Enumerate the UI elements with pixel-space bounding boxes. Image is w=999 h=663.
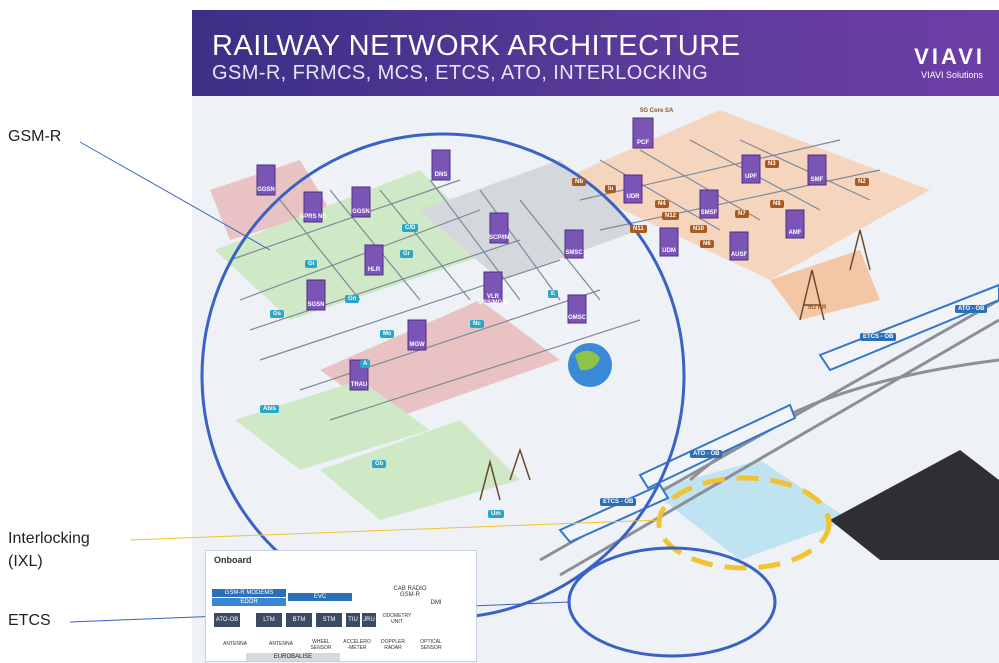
ltm-module: LTM [256,613,282,627]
tiu-module: TIU [346,613,360,627]
interface-n4: N2 [855,178,869,186]
interface-n3: Iu [605,185,617,193]
gsmr-core-grey-zone [420,160,640,280]
train-label-etcs-ob-2: ETCS - OB [600,498,637,506]
onboard-title: Onboard [214,555,252,565]
interface-mc: Mc [380,330,395,338]
interface-cd: C/D [402,224,419,232]
ausf-label: AUSF [730,252,748,258]
interface-n2: Nb [572,178,586,186]
interface-n15: N12 [662,212,680,220]
amf-label: AMF [788,230,802,236]
gmsc-label: GMSC [568,315,586,321]
dns-label: DNS [434,172,448,178]
eurobalise-label: EUROBALISE [246,653,340,661]
interface-nc: Nc [470,320,484,328]
interface-n11: N8 [770,200,784,208]
interface-e: E [548,290,559,298]
interface-gr: Gr [400,250,414,258]
gsmr-bts-zone [320,420,520,520]
interface-n6: N3 [765,160,779,168]
interface-n12: N10 [690,225,708,233]
scpin-label: SCP/IN [488,235,509,241]
interface-gn: Gn [345,295,360,303]
ato-ob-module: ATO-OB [214,613,240,627]
train-label-etcs-ob-1: ETCS - OB [860,333,897,341]
train-label-ato-ob-2: ATO - OB [690,450,723,458]
gsmr-callout-line [79,141,271,251]
onboard-panel: Onboard GSM-R MODEMS EDOR EVC CAB RADIO … [205,550,477,662]
title-banner: RAILWAY NETWORK ARCHITECTURE GSM-R, FRMC… [192,10,999,96]
gsmr-circuit-zone [320,300,560,420]
high-speed-trains [558,283,999,544]
ixl-callout-line [129,519,661,541]
mgw-label: MGW [409,342,425,348]
interface-abis: Abis [260,405,280,413]
jru-module: JRU [362,613,376,627]
edor-chip: EDOR [212,598,286,606]
5g-core-zone [560,110,930,280]
hlr-label: HLR [367,267,381,273]
interface-n10: N7 [735,210,749,218]
evc-chip: EVC [288,593,352,601]
udm-label: UDM [662,248,676,254]
smf-label: SMF [810,177,824,183]
interface-um: Um [488,510,504,518]
interface-n13: N11 [630,225,647,233]
poster-subtitle: GSM-R, FRMCS, MCS, ETCS, ATO, INTERLOCKI… [212,62,709,84]
interface-gb: Gb [372,460,387,468]
5g-nr-label: 5G NR [808,305,827,311]
pcf-label: PCF [637,140,649,146]
viavi-logo-subtitle: VIAVI Solutions [921,70,983,80]
vlr-label: VLR MSS/MGW [478,294,508,306]
poster-title: RAILWAY NETWORK ARCHITECTURE [212,30,741,62]
gsmr-bss-zone [235,380,430,470]
train-label-ato-ob-1: ATO - OB [955,305,988,313]
sensor-wheel: WHEEL SENSOR [310,639,332,651]
udr-label: UDR [626,194,640,200]
viavi-logo: VIAVI [914,44,985,69]
ixl-callout-label-line2: (IXL) [8,553,43,570]
ixl-callout-label-line1: Interlocking [8,530,90,547]
5g-nr-zone [770,250,880,320]
cab-radio-label: CAB RADIO GSM-R [386,585,434,599]
etcs-highlight-ellipse [567,546,777,658]
road-crossing [830,450,999,560]
interlocking-zone [650,460,850,560]
sgsn-label: SGSN [307,302,325,308]
ggsn-label: GGSN [352,209,370,215]
etcs-callout-label: ETCS [8,612,51,629]
ixl-highlight-ellipse [656,475,832,571]
sensor-doppler: DOPPLER RADAR [381,639,405,651]
dmi-label: DMI [424,599,448,607]
sensor-antenna-1: ANTENNA [223,641,247,647]
sensor-accelerometer: ACCELERO -METER [343,639,371,651]
interface-gs: Gs [270,310,285,318]
smsf-label: SMSF [700,210,718,216]
gsmr-modems-chip: GSM-R MODEMS [212,589,286,597]
gsmr-callout-label: GSM-R [8,128,62,145]
trau-label: TRAU [350,382,368,388]
interface-n8: N6 [700,240,714,248]
interface-a: A [360,360,371,368]
sensor-optical: OPTICAL SENSOR [420,639,442,651]
5g-core-zone-label: 5G Core SA [640,108,674,114]
ggsn-left-label: GGSN [257,187,275,193]
odometry-label: ODOMETRY UNIT [382,613,412,625]
btm-module: BTM [286,613,312,627]
gprs-label: GPRS NS [299,214,327,220]
interface-gi: Gi [305,260,318,268]
sensor-antenna-2: ANTENNA [269,641,293,647]
interface-n7: N4 [655,200,669,208]
stm-module: STM [316,613,342,627]
smsc-label: SMSC [565,250,583,256]
upf-label: UPF [745,174,757,180]
